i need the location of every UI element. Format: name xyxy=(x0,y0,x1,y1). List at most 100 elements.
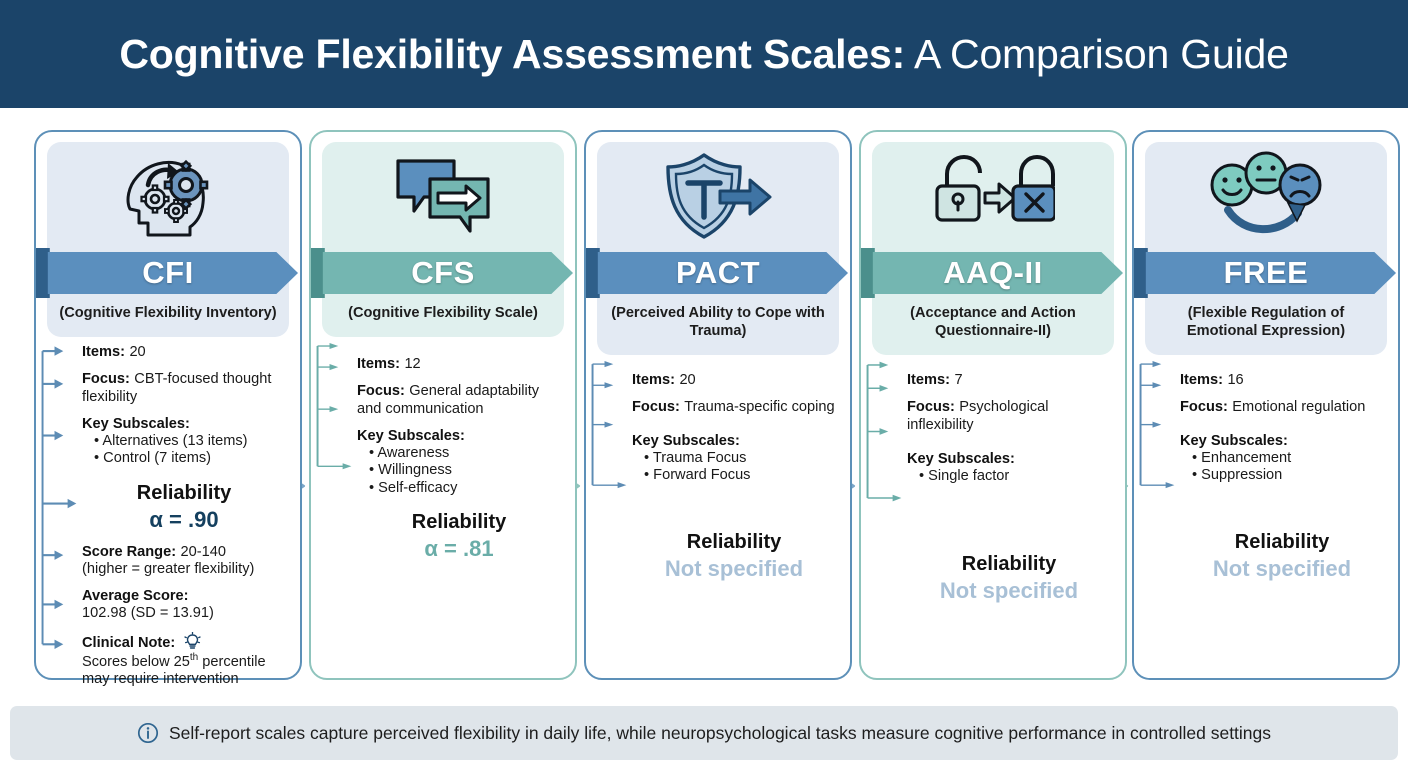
shield-t-arrow-icon xyxy=(597,142,839,248)
value-focus-cfs: General adaptability and communication xyxy=(357,382,540,417)
card-body-cfi: Items: 20 Focus: CBT-focused thought fle… xyxy=(36,337,300,689)
clinical-note-part2: percentile xyxy=(198,653,266,670)
label-key-subscales: Key Subscales: xyxy=(357,427,465,444)
value-focus-aaq-ii: Psychological inflexibility xyxy=(907,398,1049,433)
card-fullname-pact: (Perceived Ability to Cope with Trauma) xyxy=(611,305,825,339)
label-focus: Focus: xyxy=(357,382,405,399)
card-body-pact: Items: 20 Focus: Trauma-specific coping … xyxy=(586,355,850,582)
row-items-aaq-ii: Items: 7 xyxy=(877,371,1115,389)
row-subscales-pact: Key Subscales: • Trauma Focus • Forward … xyxy=(602,432,840,485)
card-body-free: Items: 16 Focus: Emotional regulation Ke… xyxy=(1134,355,1398,582)
subscale-list-cfi: • Alternatives (13 items) • Control (7 i… xyxy=(82,433,290,468)
reliability-value-pact: Not specified xyxy=(664,555,804,581)
card-head-free: FREE (Flexible Regulation of Emotional E… xyxy=(1134,142,1397,355)
value-items-pact: 20 xyxy=(679,371,696,388)
row-focus-cfs: Focus: General adaptability and communic… xyxy=(327,382,565,418)
card-banner-free: FREE xyxy=(1134,248,1398,298)
page-title-bold: Cognitive Flexibility Assessment Scales: xyxy=(119,30,906,77)
scale-card-cfs[interactable]: CFS (Cognitive Flexibility Scale) xyxy=(309,130,577,680)
emotion-faces-arrow-icon xyxy=(1145,142,1387,248)
row-average-score-cfi: Average Score: 102.98 (SD = 13.91) xyxy=(52,587,290,623)
row-clinical-note-cfi: Clinical Note: Scores below 25th percent… xyxy=(52,631,290,689)
row-focus-pact: Focus: Trauma-specific coping xyxy=(602,398,840,416)
reliability-title-pact: Reliability xyxy=(686,530,782,553)
row-items-pact: Items: 20 xyxy=(602,371,840,389)
scale-card-cfi[interactable]: CFI (Cognitive Flexibility Inventory) xyxy=(34,130,302,687)
value-items-free: 16 xyxy=(1227,371,1244,388)
card-head-pact: PACT (Perceived Ability to Cope with Tra… xyxy=(586,142,849,355)
list-item: • Awareness xyxy=(369,444,450,461)
label-items: Items: xyxy=(82,343,125,360)
reliability-value-cfs: α = .81 xyxy=(424,536,494,562)
subscale-list-free: • Enhancement • Suppression xyxy=(1180,450,1388,485)
list-item: • Single factor xyxy=(919,467,1010,484)
reliability-value-cfi: α = .90 xyxy=(149,506,219,532)
card-acronym-cfi: CFI xyxy=(142,255,194,290)
label-score-range: Score Range: xyxy=(82,543,177,560)
row-subscales-aaq-ii: Key Subscales: • Single factor xyxy=(877,450,1115,486)
subscale-list-pact: • Trauma Focus • Forward Focus xyxy=(632,450,840,485)
list-item: • Alternatives (13 items) xyxy=(94,432,248,449)
label-items: Items: xyxy=(632,371,675,388)
reliability-value-aaq-ii: Not specified xyxy=(939,578,1079,604)
page-title: Cognitive Flexibility Assessment Scales:… xyxy=(119,30,1289,78)
label-focus: Focus: xyxy=(632,398,680,415)
row-items-cfs: Items: 12 xyxy=(327,355,565,373)
card-fullname-cfi: (Cognitive Flexibility Inventory) xyxy=(59,305,277,321)
lightbulb-icon xyxy=(184,631,201,649)
scale-card-aaq-ii[interactable]: AAQ-II (Acceptance and Action Questionna… xyxy=(859,130,1127,680)
label-key-subscales: Key Subscales: xyxy=(82,415,190,432)
row-items-free: Items: 16 xyxy=(1150,371,1388,389)
value-focus-free: Emotional regulation xyxy=(1232,398,1366,415)
value-focus-cfi: CBT-focused thought flexibility xyxy=(82,370,272,405)
card-fullname-aaq-ii: (Acceptance and Action Questionnaire-II) xyxy=(910,305,1076,339)
label-key-subscales: Key Subscales: xyxy=(907,450,1015,467)
card-body-aaq-ii: Items: 7 Focus: Psychological inflexibil… xyxy=(861,355,1125,605)
reliability-title-cfs: Reliability xyxy=(411,511,507,534)
label-focus: Focus: xyxy=(907,398,955,415)
page-title-light: A Comparison Guide xyxy=(905,30,1289,77)
label-clinical-note: Clinical Note: xyxy=(82,634,176,651)
row-subscales-cfs: Key Subscales: • Awareness • Willingness… xyxy=(327,427,565,498)
scale-card-pact[interactable]: PACT (Perceived Ability to Cope with Tra… xyxy=(584,130,852,680)
row-reliability-free: Reliability Not specified xyxy=(1150,531,1388,582)
value-items-aaq-ii: 7 xyxy=(954,371,963,388)
value-items-cfi: 20 xyxy=(129,343,146,360)
card-head-aaq-ii: AAQ-II (Acceptance and Action Questionna… xyxy=(861,142,1124,355)
row-reliability-cfs: Reliability α = .81 xyxy=(327,511,565,562)
clinical-note-part3: may require intervention xyxy=(82,671,239,688)
card-banner-pact: PACT xyxy=(586,248,850,298)
row-reliability-aaq-ii: Reliability Not specified xyxy=(877,553,1115,604)
value-score-range-cfi: 20-140 xyxy=(180,543,226,560)
card-acronym-pact: PACT xyxy=(675,255,761,290)
footer-text: Self-report scales capture perceived fle… xyxy=(168,722,1272,743)
value-focus-pact: Trauma-specific coping xyxy=(684,398,835,415)
card-banner-cfs: CFS xyxy=(311,248,575,298)
card-head-cfi: CFI (Cognitive Flexibility Inventory) xyxy=(36,142,299,337)
info-icon xyxy=(137,722,159,744)
row-items-cfi: Items: 20 xyxy=(52,343,290,361)
card-fullname-free: (Flexible Regulation of Emotional Expres… xyxy=(1186,305,1346,339)
list-item: • Suppression xyxy=(1192,467,1283,484)
subscale-list-cfs: • Awareness • Willingness • Self-efficac… xyxy=(357,445,565,498)
row-focus-free: Focus: Emotional regulation xyxy=(1150,398,1388,416)
footer-note: Self-report scales capture perceived fle… xyxy=(10,706,1398,760)
row-score-range-cfi: Score Range: 20-140 (higher = greater fl… xyxy=(52,543,290,579)
value-average-score-cfi: 102.98 (SD = 13.91) xyxy=(82,605,214,622)
value-items-cfs: 12 xyxy=(404,355,421,372)
card-head-cfs: CFS (Cognitive Flexibility Scale) xyxy=(311,142,574,337)
label-focus: Focus: xyxy=(82,370,130,387)
reliability-title-cfi: Reliability xyxy=(136,481,232,504)
card-body-cfs: Items: 12 Focus: General adaptability an… xyxy=(311,337,575,563)
row-focus-aaq-ii: Focus: Psychological inflexibility xyxy=(877,398,1115,434)
list-item: • Trauma Focus xyxy=(644,449,747,466)
label-key-subscales: Key Subscales: xyxy=(1180,432,1288,449)
page-header: Cognitive Flexibility Assessment Scales:… xyxy=(0,0,1408,108)
scale-card-free[interactable]: FREE (Flexible Regulation of Emotional E… xyxy=(1132,130,1400,680)
card-fullname-cfs: (Cognitive Flexibility Scale) xyxy=(348,305,538,321)
label-items: Items: xyxy=(1180,371,1223,388)
list-item: • Enhancement xyxy=(1192,449,1292,466)
label-focus: Focus: xyxy=(1180,398,1228,415)
list-item: • Self-efficacy xyxy=(369,479,458,496)
